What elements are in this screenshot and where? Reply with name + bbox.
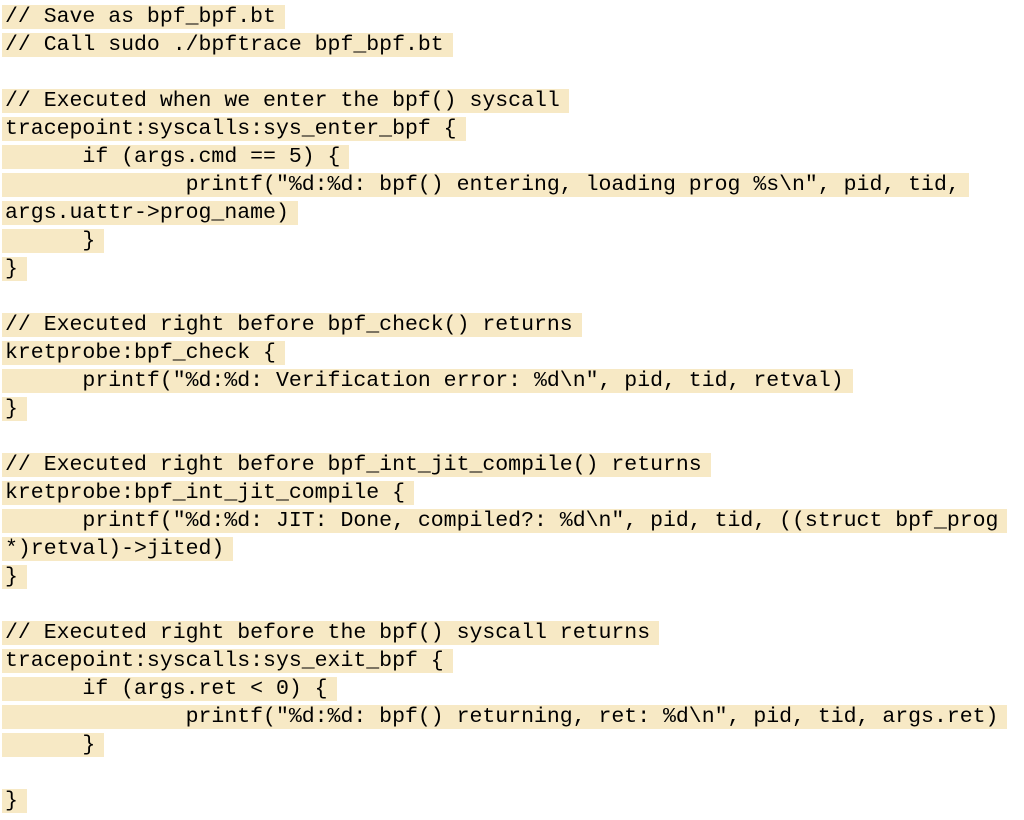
code-line: } xyxy=(2,563,1024,591)
highlighted-code-text: } xyxy=(2,229,105,253)
code-line: *)retval)->jited) xyxy=(2,535,1024,563)
blank-line xyxy=(5,423,1024,451)
blank-line xyxy=(5,759,1024,787)
highlighted-code-text: kretprobe:bpf_check { xyxy=(2,341,285,365)
code-line: args.uattr->prog_name) xyxy=(2,199,1024,227)
highlighted-code-text: // Executed right before bpf_int_jit_com… xyxy=(2,453,711,477)
code-line: kretprobe:bpf_int_jit_compile { xyxy=(2,479,1024,507)
code-line: } xyxy=(2,395,1024,423)
code-line: printf("%d:%d: Verification error: %d\n"… xyxy=(2,367,1024,395)
highlighted-code-text: *)retval)->jited) xyxy=(2,537,234,561)
code-line: tracepoint:syscalls:sys_enter_bpf { xyxy=(2,115,1024,143)
highlighted-code-text: args.uattr->prog_name) xyxy=(2,201,298,225)
code-line: if (args.ret < 0) { xyxy=(2,675,1024,703)
code-line: printf("%d:%d: JIT: Done, compiled?: %d\… xyxy=(2,507,1024,535)
code-line: if (args.cmd == 5) { xyxy=(2,143,1024,171)
highlighted-code-text: printf("%d:%d: JIT: Done, compiled?: %d\… xyxy=(2,509,1008,533)
highlighted-code-text: } xyxy=(2,565,27,589)
highlighted-code-text: printf("%d:%d: Verification error: %d\n"… xyxy=(2,369,853,393)
highlighted-code-text: printf("%d:%d: bpf() returning, ret: %d\… xyxy=(2,705,1008,729)
highlighted-code-text: tracepoint:syscalls:sys_exit_bpf { xyxy=(2,649,453,673)
highlighted-code-text: kretprobe:bpf_int_jit_compile { xyxy=(2,481,414,505)
highlighted-code-text: } xyxy=(2,397,27,421)
highlighted-code-text: if (args.ret < 0) { xyxy=(2,677,337,701)
code-line: // Executed right before bpf_check() ret… xyxy=(2,311,1024,339)
code-line: printf("%d:%d: bpf() returning, ret: %d\… xyxy=(2,703,1024,731)
code-line: } xyxy=(2,731,1024,759)
highlighted-code-text: } xyxy=(2,733,105,757)
code-line: // Executed right before the bpf() sysca… xyxy=(2,619,1024,647)
highlighted-code-text: // Call sudo ./bpftrace bpf_bpf.bt xyxy=(2,33,453,57)
highlighted-code-text: // Executed right before the bpf() sysca… xyxy=(2,621,660,645)
blank-line xyxy=(5,591,1024,619)
highlighted-code-text: // Executed when we enter the bpf() sysc… xyxy=(2,89,569,113)
highlighted-code-text: tracepoint:syscalls:sys_enter_bpf { xyxy=(2,117,466,141)
highlighted-code-text: } xyxy=(2,789,27,813)
code-line: } xyxy=(2,255,1024,283)
highlighted-code-text: } xyxy=(2,257,27,281)
code-line: // Save as bpf_bpf.bt xyxy=(2,3,1024,31)
highlighted-code-text: // Executed right before bpf_check() ret… xyxy=(2,313,582,337)
code-line: // Call sudo ./bpftrace bpf_bpf.bt xyxy=(2,31,1024,59)
code-line: printf("%d:%d: bpf() entering, loading p… xyxy=(2,171,1024,199)
highlighted-code-text: if (args.cmd == 5) { xyxy=(2,145,350,169)
code-line: kretprobe:bpf_check { xyxy=(2,339,1024,367)
highlighted-code-text: // Save as bpf_bpf.bt xyxy=(2,5,285,29)
code-line: tracepoint:syscalls:sys_exit_bpf { xyxy=(2,647,1024,675)
code-line: // Executed right before bpf_int_jit_com… xyxy=(2,451,1024,479)
highlighted-code-text: printf("%d:%d: bpf() entering, loading p… xyxy=(2,173,969,197)
code-line: } xyxy=(2,787,1024,815)
code-line: // Executed when we enter the bpf() sysc… xyxy=(2,87,1024,115)
blank-line xyxy=(5,283,1024,311)
blank-line xyxy=(5,59,1024,87)
code-line: } xyxy=(2,227,1024,255)
